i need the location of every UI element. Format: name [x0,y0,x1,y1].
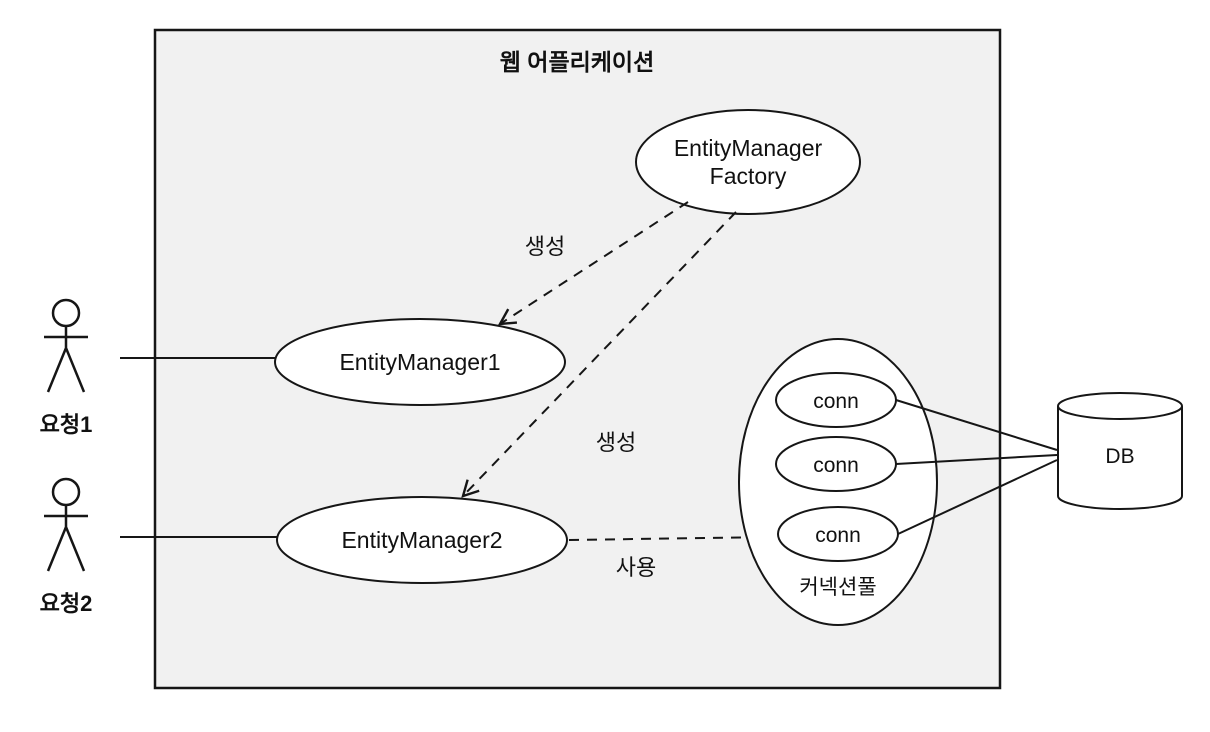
create-arrow-em1 [497,201,689,326]
entitymanager1-ellipse [274,318,566,406]
entitymanager-factory-label-line2: Factory [710,163,787,189]
conn1-db-line [895,399,1058,451]
entitymanager-factory-node: EntityManager Factory [635,109,861,215]
create-label-em1: 생성 [525,234,565,259]
actor1-head-icon [51,298,81,328]
create-arrow-em2 [461,211,737,498]
connection-pool-node: conn conn conn 커넥션풀 [738,338,938,626]
db-cylinder-top [1057,392,1183,420]
actor2-label: 요청2 [40,591,93,616]
entitymanager1-node: EntityManager1 [274,318,566,406]
entitymanager1-label: EntityManager1 [339,349,500,375]
diagram-title: 웹 어플리케이션 [500,49,655,75]
use-arrow [568,528,775,547]
conn1-label: conn [813,390,859,413]
entitymanager-factory-ellipse [635,109,861,215]
connection-pool-label: 커넥션풀 [799,576,876,599]
actor2-body-icon [44,505,88,572]
conn3-label: conn [815,524,861,547]
conn2-db-line [895,454,1058,465]
actor2-head-icon [51,477,81,507]
conn3-db-line [897,459,1058,535]
actor1-label: 요청1 [40,412,93,437]
actor1-body-icon [44,326,88,393]
actor1-figure: 요청1 [40,298,93,437]
db-cylinder-body [1057,406,1183,510]
entitymanager2-node: EntityManager2 [276,496,568,584]
conn2-label: conn [813,454,859,477]
use-label: 사용 [616,555,656,580]
entitymanager2-label: EntityManager2 [341,527,502,553]
entitymanager-factory-label-line1: EntityManager [674,135,823,161]
create-label-em2: 생성 [596,430,636,455]
db-label: DB [1105,445,1134,468]
actor2-figure: 요청2 [40,477,93,616]
db-node: DB [1057,392,1183,510]
entitymanager2-ellipse [276,496,568,584]
